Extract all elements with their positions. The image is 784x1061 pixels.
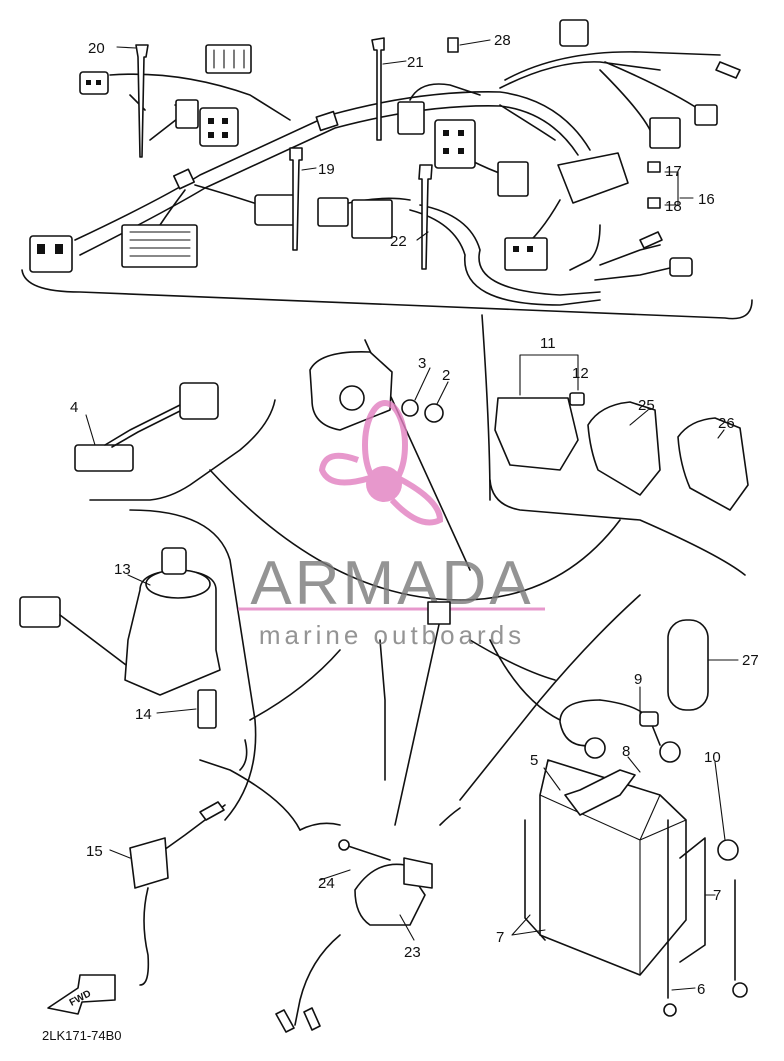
callout-20: 20 [88, 40, 105, 57]
forward-arrow-icon [47, 974, 116, 1015]
callout-4: 4 [70, 399, 78, 416]
junction-block [427, 601, 451, 625]
callout-13: 13 [114, 561, 131, 578]
callout-22: 22 [390, 233, 407, 250]
callout-21: 21 [407, 54, 424, 71]
callout-14: 14 [135, 706, 152, 723]
callout-15: 15 [86, 843, 103, 860]
callout-25: 25 [638, 397, 655, 414]
callout-17: 17 [665, 163, 682, 180]
group-outlines [21, 269, 753, 831]
cable-ties [135, 37, 661, 270]
callout-2: 2 [442, 367, 450, 384]
callout-7a: 7 [496, 929, 504, 946]
callout-26: 26 [718, 415, 735, 432]
callout-labels: 20 21 28 19 22 17 18 16 3 2 4 11 12 25 2… [70, 32, 759, 998]
callout-18: 18 [665, 198, 682, 215]
callout-7b: 7 [713, 887, 721, 904]
callout-27: 27 [742, 652, 759, 669]
callout-8: 8 [622, 743, 630, 760]
callout-3: 3 [418, 355, 426, 372]
harness-connectors [29, 19, 741, 277]
callout-10: 10 [704, 749, 721, 766]
callout-5: 5 [530, 752, 538, 769]
leader-lines [85, 39, 739, 991]
watermark: ARMADA marine outboards [238, 400, 545, 650]
callout-24: 24 [318, 875, 335, 892]
propeller-icon [318, 400, 444, 526]
callout-28: 28 [494, 32, 511, 49]
drawing-code: 2LK171-74B0 [42, 1028, 122, 1043]
callout-9: 9 [634, 671, 642, 688]
callout-19: 19 [318, 161, 335, 178]
callout-12: 12 [572, 365, 589, 382]
watermark-tagline: marine outboards [259, 620, 525, 650]
small-parts [19, 351, 749, 1033]
callout-11: 11 [540, 335, 556, 352]
callout-6: 6 [697, 981, 705, 998]
callout-16: 16 [698, 191, 715, 208]
callout-23: 23 [404, 944, 421, 961]
watermark-brand: ARMADA [250, 549, 533, 618]
